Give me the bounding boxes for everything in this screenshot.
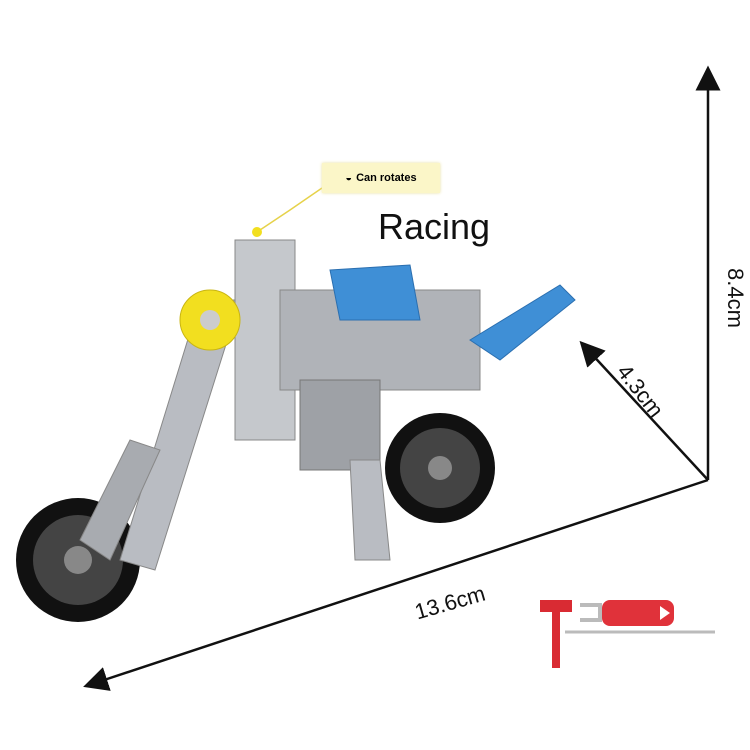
- product-title: Racing: [378, 206, 491, 247]
- length-arrow: [83, 478, 709, 691]
- rotate-icon: ◒: [345, 172, 353, 184]
- width-arrow: [579, 340, 709, 481]
- motorcycle-model: [16, 239, 576, 622]
- wrench-tool-illustration: [540, 600, 715, 668]
- rotate-callout: ◒ Can rotates: [322, 163, 440, 193]
- callout-text: Can rotates: [356, 172, 417, 184]
- dimension-arrows: [83, 65, 721, 691]
- height-label: 8.4cm: [723, 268, 748, 328]
